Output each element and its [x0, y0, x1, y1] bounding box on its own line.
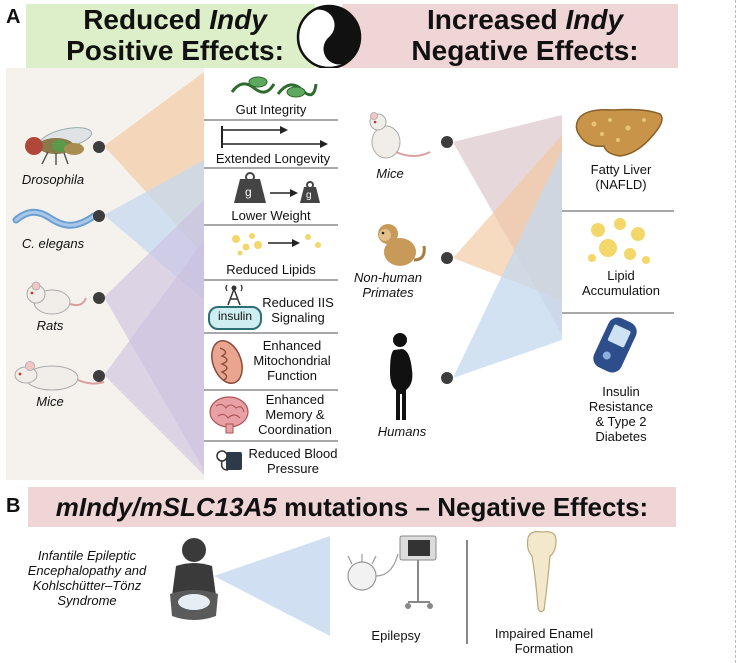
left-header-subtitle: Positive Effects:: [66, 35, 284, 66]
weight-icon: [234, 172, 320, 203]
blood-pressure-icon: [216, 450, 242, 471]
longevity-arrows-icon: [221, 126, 328, 148]
effect-separator: [204, 279, 338, 281]
species-mice-left-label: Mice: [36, 394, 64, 409]
eeg-monitor-icon: [347, 535, 437, 609]
fatty-liver-icon: [575, 108, 663, 157]
effect-enhanced-mitochondrial-function: Enhanced Mitochondrial Function: [253, 338, 331, 383]
effect-reduced-blood-pressure: Reduced Blood Pressure: [248, 446, 338, 476]
species-humans-label: Humans: [377, 424, 427, 439]
lipid-accumulation-icon: [588, 218, 650, 264]
left-header-gene: Indy: [209, 4, 267, 35]
human-silhouette-icon: [390, 333, 413, 420]
species-drosophila-dot: [93, 141, 105, 153]
drosophila-icon: [25, 127, 93, 165]
effect-gut-integrity: Gut Integrity: [235, 102, 307, 117]
species-rats-dot: [93, 292, 105, 304]
yin-yang-icon: [296, 4, 362, 70]
species-drosophila-label: Drosophila: [21, 172, 85, 187]
effect-separator: [204, 167, 338, 169]
tooth-icon: [526, 531, 557, 613]
effect-separator: [204, 332, 338, 334]
species-c-elegans-dot: [93, 210, 105, 222]
panel-b-divider: [466, 540, 468, 644]
rat-icon: [26, 281, 87, 315]
panel-b-title: mIndy/mSLC13A5 mutations – Negative Effe…: [28, 487, 676, 527]
baby-icon: [170, 538, 218, 620]
effect-lipid-accumulation: Lipid Accumulation: [581, 268, 661, 298]
effect-epilepsy: Epilepsy: [371, 628, 421, 643]
left-header-bg: [26, 4, 315, 68]
insulin-badge: [208, 306, 262, 330]
effect-separator: [204, 389, 338, 391]
effect-impaired-enamel-formation: Impaired Enamel Formation: [494, 626, 594, 656]
effect-reduced-iis-signaling: Reduced IIS Signaling: [262, 295, 334, 325]
mouse-right-icon: [369, 112, 431, 159]
species-mice-left-dot: [93, 370, 105, 382]
right-header-bg: [342, 4, 678, 68]
species-mice-right-dot: [441, 136, 453, 148]
weight-label-small: g: [306, 190, 312, 201]
c-elegans-icon: [12, 208, 98, 229]
page-dashed-edge: [735, 0, 736, 663]
effect-insulin-resistance-diabetes: Insulin Resistance & Type 2 Diabetes: [588, 384, 654, 444]
species-non-human-primates-label: Non-human Primates: [354, 270, 422, 300]
species-humans-dot: [441, 372, 453, 384]
panel-b-header-bg: [28, 487, 676, 527]
condition-label: Infantile Epileptic Encephalopathy and K…: [27, 548, 147, 608]
species-c-elegans-label: C. elegans: [21, 236, 85, 251]
effect-separator: [204, 440, 338, 442]
right-effect-separator: [562, 210, 674, 212]
species-rats-label: Rats: [36, 318, 64, 333]
effect-lower-weight: Lower Weight: [231, 208, 311, 223]
right-effect-separator: [562, 312, 674, 314]
left-header-title: Reduced Indy Positive Effects:: [40, 4, 310, 66]
gut-bacteria-icon: [230, 76, 318, 98]
signaling-tower-icon: [225, 284, 243, 306]
panel-b-title-genes: mIndy/mSLC13A5: [55, 492, 277, 522]
effect-separator: [204, 119, 338, 121]
weight-label-large: g: [245, 185, 252, 199]
left-header-word: Reduced: [83, 4, 210, 35]
panel-b-title-rest: mutations – Negative Effects:: [276, 492, 649, 522]
right-header-subtitle: Negative Effects:: [411, 35, 639, 66]
effect-enhanced-memory-coordination: Enhanced Memory & Coordination: [258, 392, 332, 437]
glucose-meter-icon: [593, 317, 637, 373]
panel-b-bg: [6, 527, 678, 659]
monkey-icon: [378, 224, 426, 266]
effect-fatty-liver: Fatty Liver (NAFLD): [590, 162, 652, 192]
right-header-word: Increased: [426, 4, 566, 35]
panel-b-label: B: [6, 495, 21, 517]
right-header-title: Increased Indy Negative Effects:: [380, 4, 670, 66]
insulin-label: insulin: [217, 309, 253, 323]
effect-separator: [204, 224, 338, 226]
right-header-gene: Indy: [565, 4, 624, 35]
mouse-icon: [14, 361, 105, 391]
mitochondrion-icon: [211, 340, 243, 384]
panel-a-label: A: [6, 6, 21, 28]
species-mice-right-label: Mice: [376, 166, 404, 181]
effect-reduced-lipids: Reduced Lipids: [226, 262, 316, 277]
species-primates-dot: [441, 252, 453, 264]
brain-icon: [209, 396, 249, 434]
lipid-droplets-icon: [232, 233, 321, 256]
effect-extended-longevity: Extended Longevity: [215, 151, 331, 166]
